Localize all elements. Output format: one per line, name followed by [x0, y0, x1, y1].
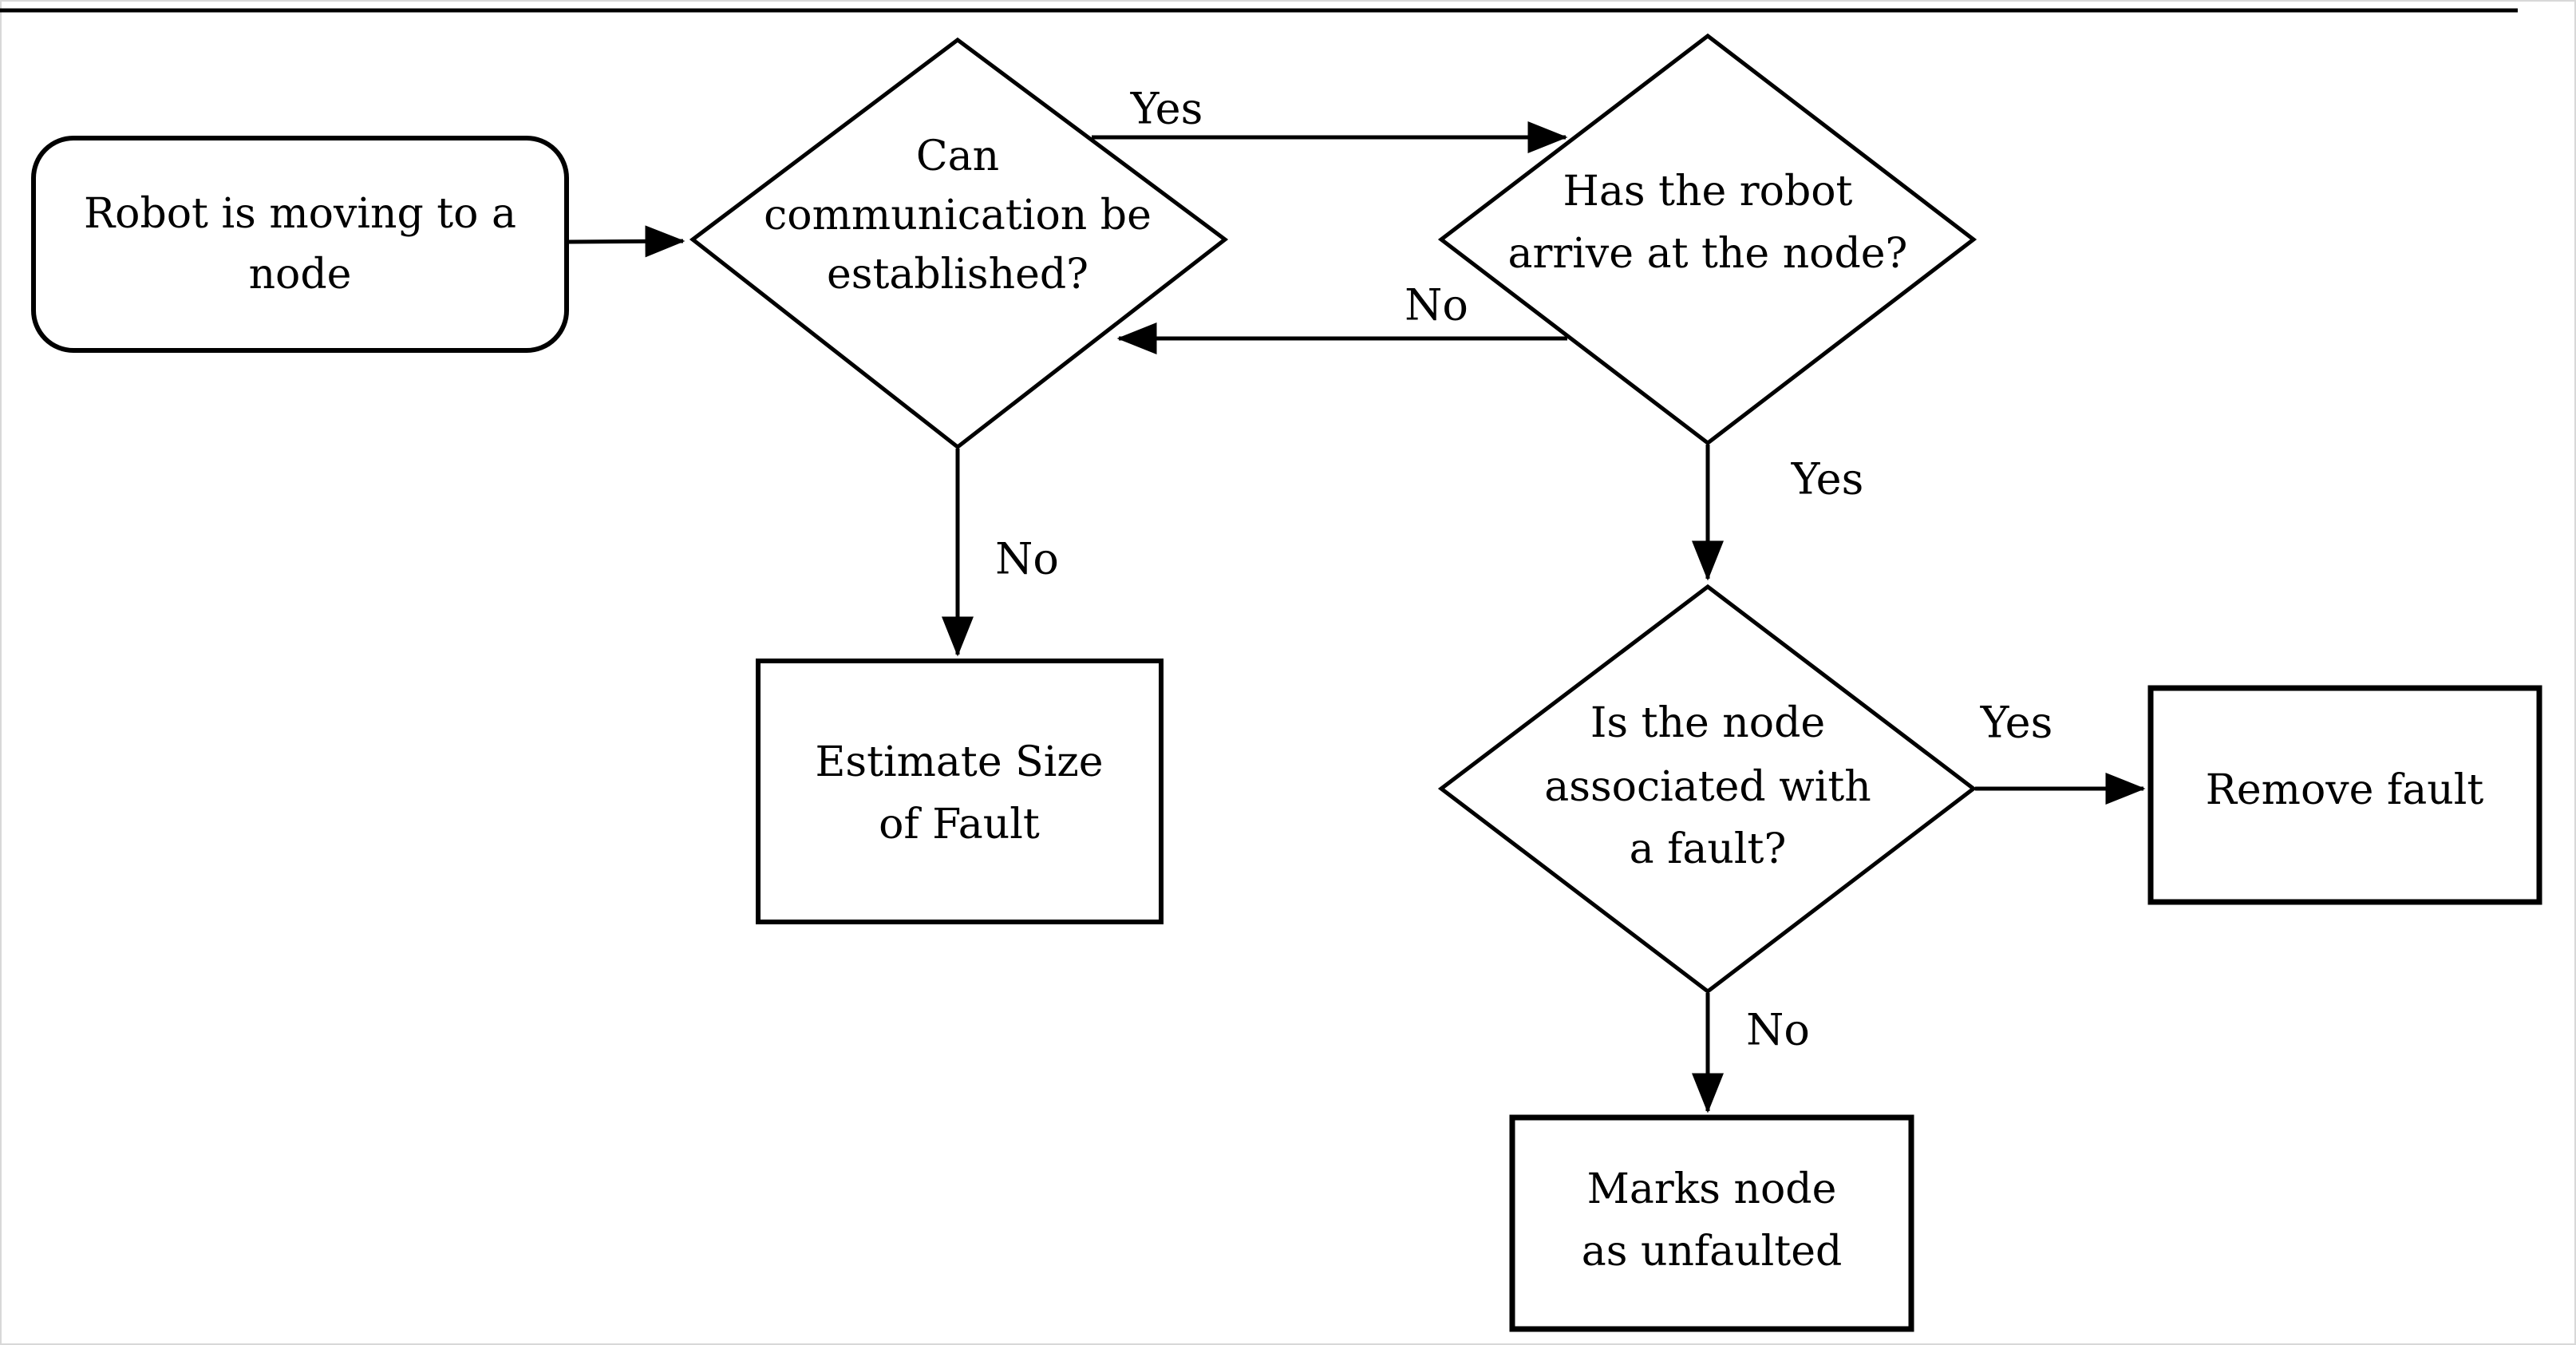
node-start: Robot is moving to a node	[31, 136, 569, 353]
fault-text-line2: associated with	[1544, 763, 1871, 811]
estimate-shape	[756, 659, 1164, 924]
label-yes-arrived-fault: Yes	[1791, 454, 1864, 504]
label-yes-fault-remove: Yes	[1980, 698, 2053, 748]
node-fault-decision: Is the node associated with a fault?	[1437, 583, 1977, 995]
arrived-text-line1: Has the robot	[1563, 168, 1853, 216]
start-text-line2: node	[249, 251, 352, 299]
remove-text-line1: Remove fault	[2206, 766, 2484, 814]
unfaulted-text-line1: Marks node	[1587, 1165, 1837, 1213]
fault-text-line1: Is the node	[1590, 699, 1825, 747]
unfaulted-text-line2: as unfaulted	[1582, 1228, 1843, 1276]
arrived-diamond-shape	[1437, 33, 1977, 446]
unfaulted-shape	[1509, 1114, 1914, 1332]
label-yes-comm-arrived: Yes	[1130, 84, 1203, 134]
node-arrived-decision: Has the robot arrive at the node?	[1437, 33, 1977, 446]
label-no-fault-unfaulted: No	[1746, 1005, 1810, 1055]
comm-text-line2: communication be	[764, 192, 1152, 239]
fault-text-line3: a fault?	[1630, 825, 1787, 873]
label-no-arrived-comm: No	[1405, 280, 1468, 330]
start-shape	[31, 136, 569, 353]
node-comm-decision: Can communication be established?	[689, 37, 1229, 450]
comm-diamond-shape	[689, 37, 1229, 450]
comm-text-line1: Can	[916, 133, 999, 180]
estimate-text-line1: Estimate Size	[815, 738, 1103, 786]
edges	[567, 121, 2146, 1114]
edge-start-to-comm	[567, 225, 685, 258]
label-no-comm-estimate: No	[995, 534, 1059, 584]
estimate-text-line2: of Fault	[879, 801, 1040, 849]
arrived-text-line2: arrive at the node?	[1508, 230, 1908, 278]
comm-text-line3: established?	[827, 251, 1088, 299]
fault-diamond-shape	[1437, 583, 1977, 995]
edge-labels: Yes No No Yes Yes No	[995, 84, 2053, 1055]
start-text-line1: Robot is moving to a	[84, 190, 516, 238]
node-unfaulted-process: Marks node as unfaulted	[1509, 1114, 1914, 1332]
node-remove-process: Remove fault	[2147, 685, 2542, 905]
remove-shape	[2147, 685, 2542, 905]
node-estimate-process: Estimate Size of Fault	[756, 659, 1164, 924]
